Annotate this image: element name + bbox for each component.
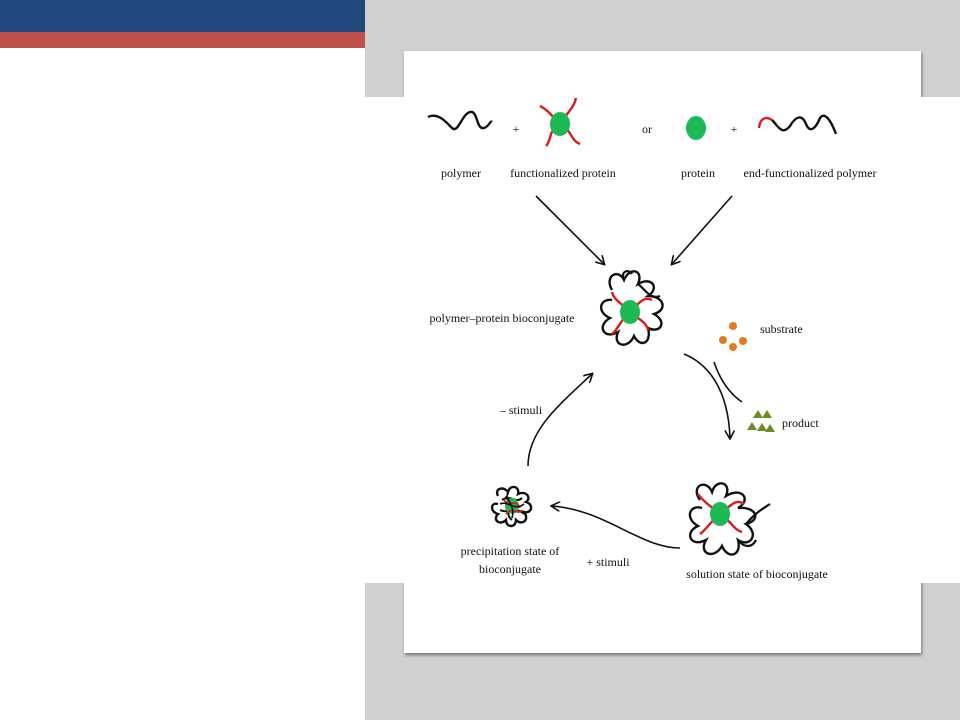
- solution-state-icon: [688, 482, 771, 556]
- end-functionalized-polymer-label: end-functionalized polymer: [744, 166, 877, 180]
- substrate-feed-line: [713, 361, 743, 403]
- polymer-label: polymer: [441, 166, 481, 180]
- product-icon: [747, 410, 775, 432]
- precipitation-state-label-line1: precipitation state of: [461, 544, 560, 558]
- plus-sign-1: +: [513, 122, 520, 136]
- figure-background: [365, 97, 960, 583]
- plus-sign-2: +: [731, 122, 738, 136]
- substrate-icon: [719, 322, 747, 351]
- header-bar-blue: [0, 0, 365, 32]
- arrow-plus-stimuli: [552, 506, 681, 549]
- polymer-chain-icon: [427, 110, 493, 131]
- functionalized-protein-icon: [539, 97, 581, 147]
- or-label: or: [642, 122, 652, 136]
- substrate-label: substrate: [760, 322, 803, 336]
- plus-stimuli-label: + stimuli: [586, 555, 630, 569]
- minus-stimuli-label: – stimuli: [499, 403, 543, 417]
- product-label: product: [782, 416, 819, 430]
- solution-state-label: solution state of bioconjugate: [686, 567, 828, 581]
- precipitation-state-icon: [490, 485, 533, 528]
- protein-icon: [686, 116, 706, 140]
- arrow-minus-stimuli: [527, 374, 592, 467]
- arrow-to-solution-state: [683, 353, 730, 438]
- arrow-right-to-bioconjugate: [672, 195, 733, 264]
- precipitation-state-label-line2: bioconjugate: [479, 562, 541, 576]
- bioconjugate-icon: [600, 270, 664, 346]
- end-functionalized-polymer-icon: [757, 114, 838, 135]
- arrow-left-to-bioconjugate: [535, 195, 604, 264]
- header-bar-red: [0, 32, 365, 48]
- bioconjugate-label: polymer–protein bioconjugate: [430, 311, 575, 325]
- protein-label: protein: [681, 166, 715, 180]
- functionalized-protein-label: functionalized protein: [510, 166, 616, 180]
